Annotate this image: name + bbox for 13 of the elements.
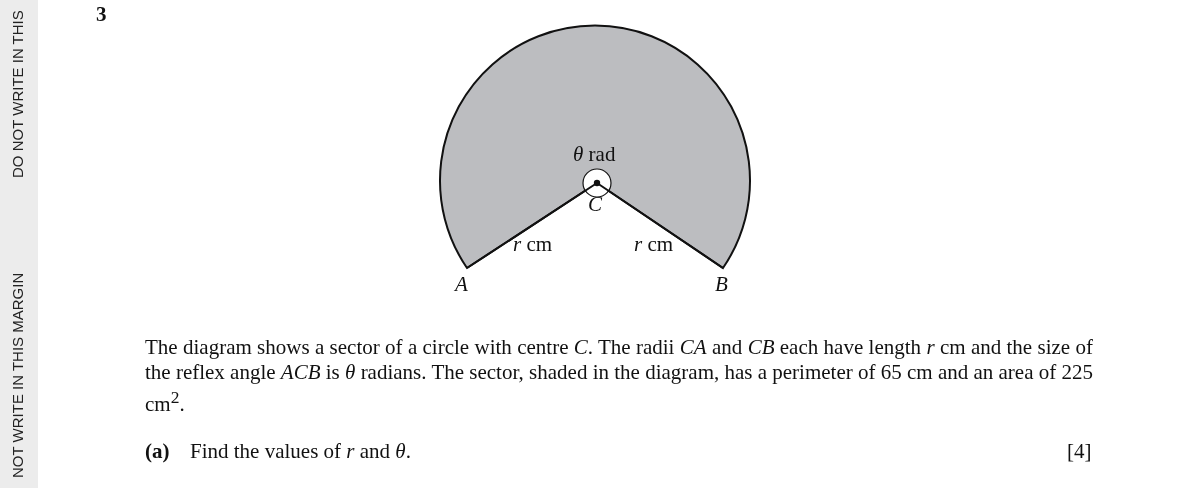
point-label: B	[715, 272, 728, 297]
point-label: A	[455, 272, 468, 297]
question-text: Find the values of r and θ.	[190, 439, 411, 464]
margin-text: NOT WRITE IN THIS MARGIN	[10, 271, 25, 480]
part-label: (a)	[145, 439, 170, 464]
question-number: 3	[96, 2, 107, 27]
margin-text: DO NOT WRITE IN THIS	[10, 9, 25, 180]
marks-label: [4]	[1067, 439, 1092, 464]
angle-label: θ rad	[573, 142, 616, 167]
length-label: r cm	[513, 232, 553, 257]
question-text: The diagram shows a sector of a circle with centre C. The radii CA and CB each have length r cm and the size of the reflex angle ACB is θ radians. The sector, shaded in the diagram, has a perimeter of 65 cm and an area of 225 cm$^{2}$.	[145, 335, 1093, 417]
point-label: C	[588, 192, 602, 217]
length-label: r cm	[634, 232, 674, 257]
